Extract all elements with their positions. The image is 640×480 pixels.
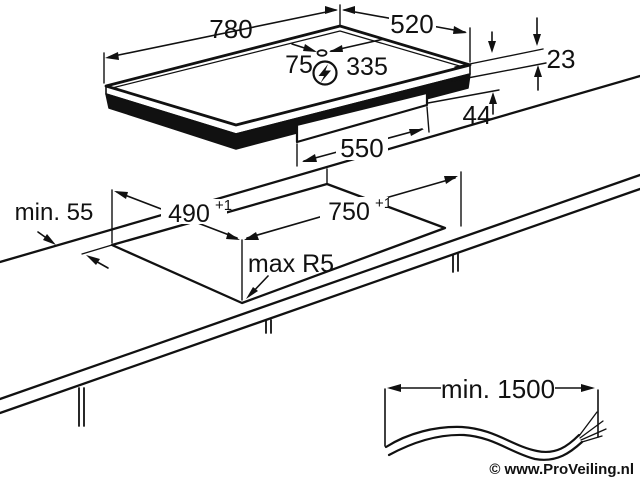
cable-wire-ends <box>578 411 607 443</box>
dimension-labels: 780 520 75 335 23 44 550 min. 55 490 +1 … <box>15 9 576 404</box>
arrowhead <box>325 6 338 14</box>
arrowhead <box>105 52 119 60</box>
power-connection-icon <box>312 60 338 86</box>
arrowhead <box>453 26 467 34</box>
dim-bottom-box-width: 550 <box>340 133 383 163</box>
worktop-cutout-view <box>0 168 640 427</box>
power-connection-point <box>316 49 328 57</box>
arrowhead <box>244 232 259 240</box>
arrowhead <box>303 44 317 52</box>
cabinet-legs <box>78 253 459 427</box>
hob-isometric-view <box>0 4 640 264</box>
dim-line-780 <box>108 9 337 58</box>
watermark: © www.ProVeiling.nl <box>489 461 634 478</box>
burner-box-outline <box>295 90 429 144</box>
ext-segment-min55 <box>81 244 113 255</box>
arrowhead <box>533 34 541 46</box>
arrowhead <box>581 384 595 392</box>
dim-cutout-depth: 490 <box>168 200 210 228</box>
hob-glass-rim <box>111 30 464 89</box>
arrowhead <box>534 65 542 77</box>
dim-cutout-width: 750 <box>328 198 370 226</box>
worktop-front-bottom-edge <box>0 187 640 415</box>
ext-line-23-top <box>454 48 544 68</box>
arrowhead <box>226 232 240 240</box>
dim-cutout-depth-tolerance: +1 <box>215 197 232 214</box>
power-cable-view <box>384 387 607 461</box>
ext-line-23-bottom <box>451 62 547 82</box>
arrowhead <box>302 154 317 162</box>
ext-line-44 <box>427 89 500 104</box>
arrowhead <box>43 234 56 245</box>
dim-height-above-worktop: 23 <box>547 44 576 74</box>
dim-power-offset-left: 75 <box>285 51 313 79</box>
power-cable <box>384 425 584 461</box>
arrowhead <box>489 92 497 104</box>
arrowhead <box>488 41 496 53</box>
dim-rear-clearance: min. 55 <box>15 199 94 226</box>
arrowhead <box>444 176 458 184</box>
dim-corner-radius: max R5 <box>248 250 334 278</box>
hob-glass-side <box>105 64 471 135</box>
arrowhead <box>114 191 128 199</box>
hob-glass-top <box>104 24 472 127</box>
arrowhead <box>86 255 100 265</box>
dim-cable-length: min. 1500 <box>441 374 555 404</box>
burner-box-face <box>297 94 427 142</box>
dim-hob-width: 780 <box>209 14 252 44</box>
label-backgrounds <box>161 9 555 401</box>
dimension-arrows <box>43 6 595 392</box>
arrowhead <box>409 129 424 136</box>
arrowhead <box>329 45 343 52</box>
cutout-outline <box>110 182 447 305</box>
worktop-back-edge <box>0 74 640 264</box>
ext-line-550-right <box>426 106 430 133</box>
arrowhead <box>342 6 355 14</box>
dim-hob-depth: 520 <box>390 9 433 39</box>
arrowhead <box>387 384 401 392</box>
dim-cutout-width-tolerance: +1 <box>375 195 392 212</box>
dim-power-offset-right: 335 <box>346 53 388 81</box>
dim-built-in-depth: 44 <box>463 100 492 130</box>
arrowhead <box>246 287 258 299</box>
worktop-front-top-edge <box>0 173 640 401</box>
